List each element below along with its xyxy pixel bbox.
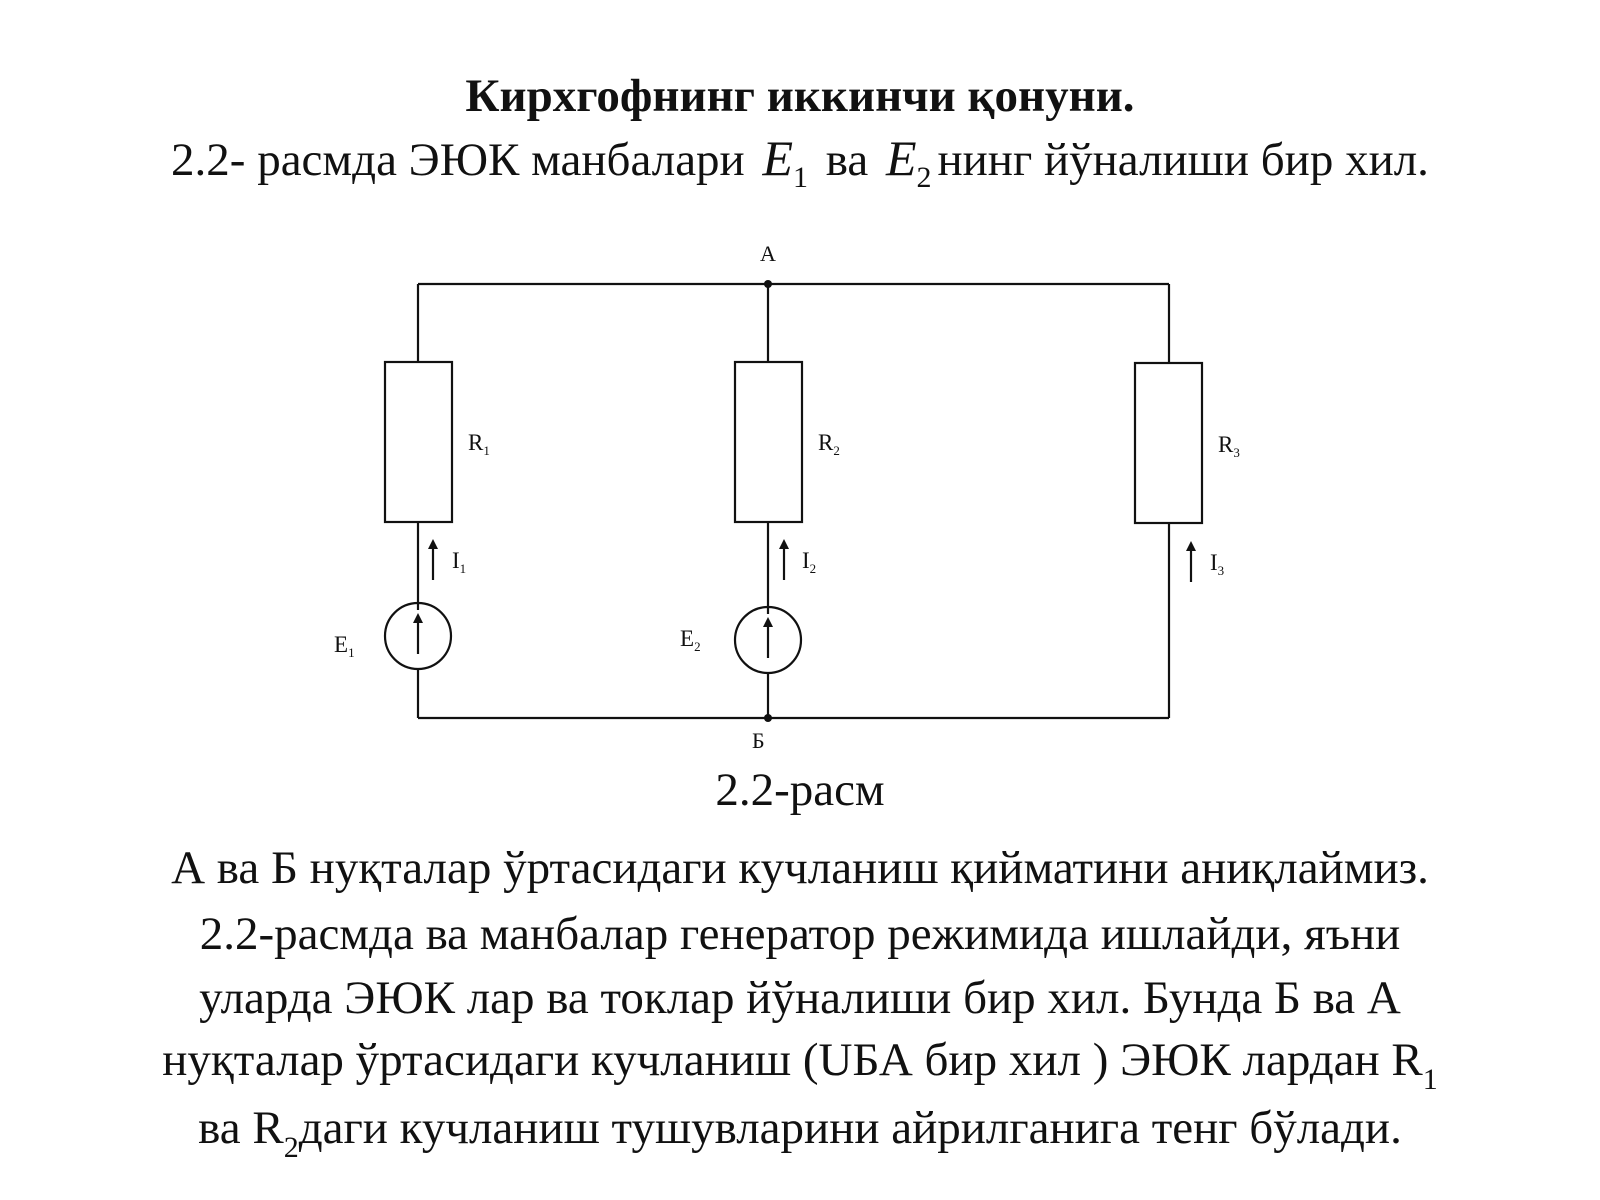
subtitle-text-before: 2.2- расмда ЭЮК манбалари bbox=[171, 134, 745, 186]
current-i2-label: I2 bbox=[802, 548, 816, 576]
figure-caption: 2.2-расм bbox=[715, 764, 885, 816]
emf-e2-symbol: E2 bbox=[885, 130, 932, 194]
paragraph-line-2: 2.2-расмда ва манбалар генератор режимид… bbox=[199, 908, 1401, 960]
source-e2-label: E2 bbox=[680, 626, 701, 654]
node-b-label: Б bbox=[752, 728, 765, 753]
node-a-label: A bbox=[760, 241, 776, 266]
resistor-r2 bbox=[733, 360, 804, 524]
resistor-r1 bbox=[383, 360, 454, 524]
slide-title: Кирхгофнинг иккинчи қонуни. bbox=[465, 70, 1135, 122]
resistor-r3 bbox=[1133, 361, 1204, 525]
resistor-r3-label: R3 bbox=[1218, 432, 1240, 460]
node-b-dot bbox=[764, 714, 772, 722]
resistor-r1-label: R1 bbox=[468, 430, 490, 458]
source-e1-label: E1 bbox=[334, 632, 355, 660]
circuit-diagram: A Б R1 R2 R3 I1 I2 I3 E1 E2 bbox=[334, 241, 1240, 753]
subtitle-text-middle: ва bbox=[825, 134, 869, 186]
paragraph-line-4: нуқталар ўртасидаги кучланиш (UБА бир хи… bbox=[162, 1034, 1438, 1096]
emf-e1-symbol: E1 bbox=[762, 130, 809, 194]
resistor-r2-label: R2 bbox=[818, 430, 840, 458]
subtitle-text-after: нинг йўналиши бир хил. bbox=[937, 134, 1429, 186]
paragraph-line-1: А ва Б нуқталар ўртасидаги кучланиш қийм… bbox=[171, 842, 1429, 894]
current-i1-label: I1 bbox=[452, 548, 466, 576]
paragraph-line-3: уларда ЭЮК лар ва токлар йўналиши бир хи… bbox=[199, 972, 1401, 1024]
current-i3-label: I3 bbox=[1210, 550, 1224, 578]
node-a-dot bbox=[764, 280, 772, 288]
paragraph-line-5: ва R2даги кучланиш тушувларини айрилгани… bbox=[198, 1102, 1402, 1164]
